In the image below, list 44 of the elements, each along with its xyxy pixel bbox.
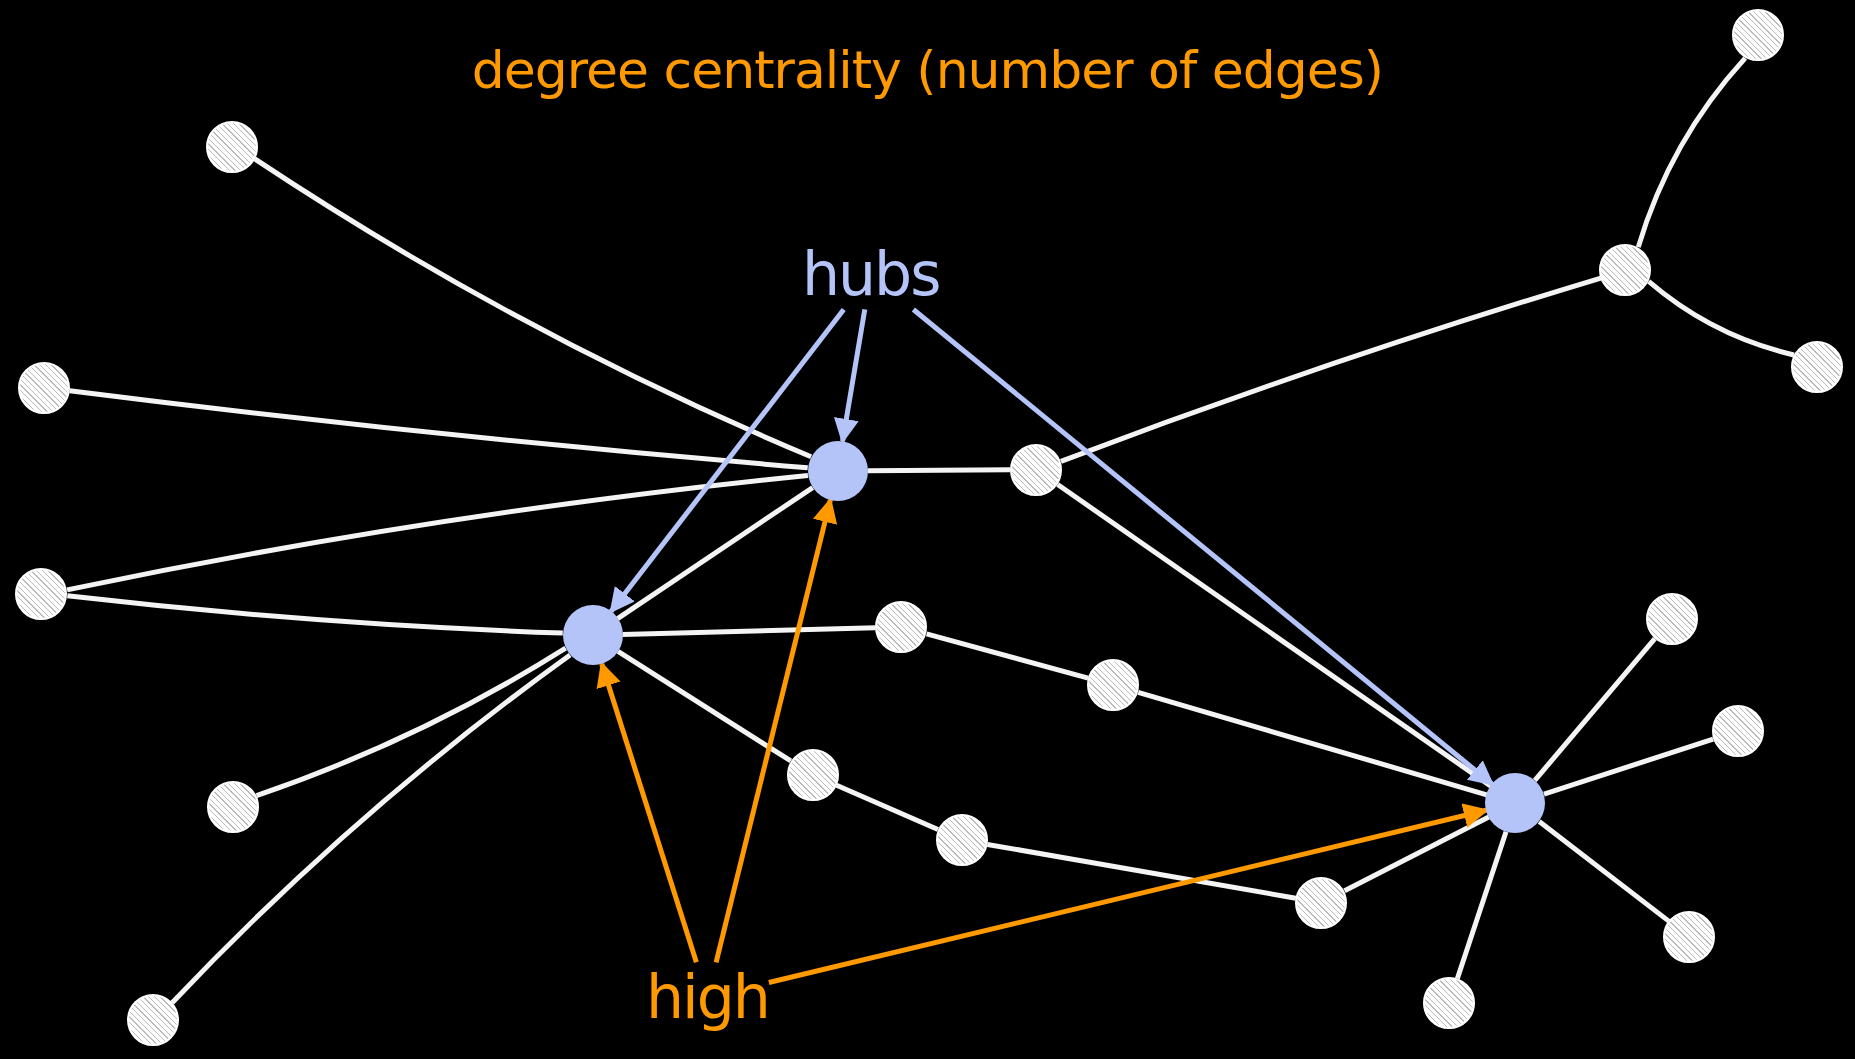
network-link [1635, 56, 1748, 248]
network-node [1010, 443, 1063, 496]
network-node [935, 813, 988, 866]
network-link [1060, 275, 1602, 464]
network-link [66, 472, 809, 593]
network-link [1543, 736, 1714, 797]
network-node [786, 748, 839, 801]
network-node [875, 601, 928, 653]
network-link [622, 625, 876, 637]
arrow [713, 497, 838, 963]
network-link [67, 593, 563, 636]
network-link [170, 653, 572, 1005]
network-link [835, 783, 939, 832]
network-link [925, 631, 1089, 681]
hub-node [562, 605, 623, 666]
title: degree centrality (number of edges) [470, 40, 1385, 100]
network-link [616, 649, 793, 764]
network-link [987, 841, 1297, 901]
arrow [911, 307, 1495, 787]
annotation-label: hubs [802, 239, 940, 310]
network-node [1295, 876, 1348, 929]
network-link [253, 156, 813, 459]
network-link [867, 467, 1011, 474]
network-link [69, 388, 808, 471]
arrow [609, 307, 846, 614]
arrow [596, 661, 699, 964]
network-link [1137, 689, 1488, 798]
arrow [834, 309, 868, 444]
arrow [768, 803, 1489, 985]
annotation-label: high [646, 962, 769, 1033]
network-link [1343, 814, 1490, 894]
network-link [616, 485, 815, 621]
network-node [126, 993, 179, 1046]
network-node [1732, 9, 1784, 62]
network-node [1645, 592, 1698, 645]
network-link [1056, 482, 1493, 789]
network-node [207, 780, 260, 833]
network-link [1647, 279, 1795, 358]
network-node [1599, 243, 1652, 296]
network-link [1532, 636, 1657, 782]
hub-node [1485, 773, 1546, 834]
network-link [255, 646, 567, 798]
network-link [1455, 830, 1509, 980]
network-link [1537, 819, 1671, 924]
